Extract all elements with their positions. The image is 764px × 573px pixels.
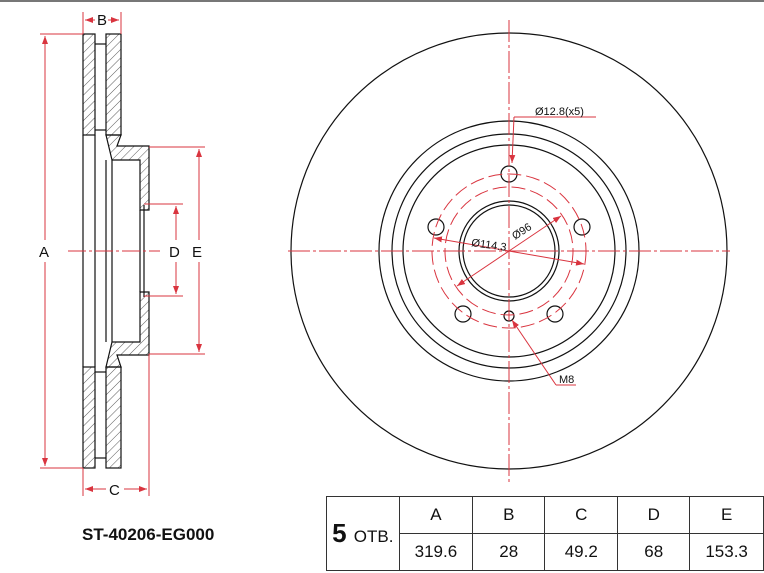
dim-label-e: E (192, 244, 202, 261)
holes-count: 5 (332, 518, 347, 548)
value-c: 49.2 (544, 533, 619, 571)
bolt-hole (573, 218, 591, 236)
inner-plate-bottom (105, 366, 122, 469)
value-d: 68 (617, 533, 691, 571)
side-view-dimensions (40, 12, 205, 496)
value-b: 28 (472, 533, 546, 571)
header-a: A (398, 496, 474, 534)
value-a: 319.6 (398, 533, 474, 571)
bolt-hole (454, 305, 472, 323)
header-c: C (544, 496, 619, 534)
part-number: ST-40206-EG000 (82, 525, 215, 544)
bolt-hole (546, 305, 564, 323)
thread-label: M8 (559, 374, 574, 386)
holes-count-cell: 5 ОТВ. (326, 496, 400, 571)
outer-plate-bottom (82, 366, 96, 469)
header-d: D (617, 496, 691, 534)
header-b: B (472, 496, 546, 534)
dim-label-c: C (109, 482, 120, 499)
pcd-label: Ø114.3 (471, 237, 508, 254)
center-bore-label: Ø96 (510, 221, 534, 242)
header-e: E (689, 496, 764, 534)
value-e: 153.3 (689, 533, 764, 571)
dim-label-a: A (39, 244, 49, 261)
dimensions-table: 5 ОТВ. A B C D E 319.6 28 49.2 68 153.3 (326, 496, 764, 571)
outer-plate-top (82, 33, 96, 136)
inner-plate-top (105, 33, 122, 136)
holes-unit: ОТВ. (353, 527, 394, 546)
bolt-hole-diameter-label: Ø12.8(x5) (535, 106, 584, 118)
dim-label-b: B (97, 12, 107, 29)
bolt-hole (427, 218, 445, 236)
dim-label-d: D (169, 244, 180, 261)
front-view-dimensions (288, 20, 730, 483)
